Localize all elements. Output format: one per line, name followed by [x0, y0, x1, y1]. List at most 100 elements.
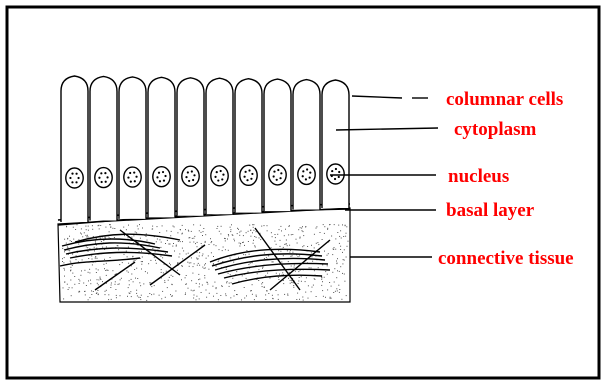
- stipple-dot: [102, 247, 103, 248]
- stipple-dot: [198, 279, 199, 280]
- stipple-dot: [217, 226, 218, 227]
- chromatin-dot: [133, 171, 135, 173]
- chromatin-dot: [309, 177, 311, 179]
- stipple-dot: [276, 290, 277, 291]
- stipple-dot: [138, 297, 139, 298]
- stipple-dot: [100, 278, 101, 279]
- stipple-dot: [280, 226, 281, 227]
- stipple-dot: [145, 271, 146, 272]
- stipple-dot: [85, 294, 86, 295]
- stipple-dot: [286, 240, 287, 241]
- stipple-dot: [95, 241, 96, 242]
- stipple-dot: [203, 231, 204, 232]
- stipple-dot: [96, 272, 97, 273]
- stipple-dot: [204, 275, 205, 276]
- stipple-dot: [149, 282, 150, 283]
- stipple-dot: [278, 299, 279, 300]
- stipple-dot: [339, 271, 340, 272]
- stipple-dot: [78, 244, 79, 245]
- stipple-dot: [316, 296, 317, 297]
- stipple-dot: [305, 292, 306, 293]
- chromatin-dot: [221, 178, 223, 180]
- stipple-dot: [337, 258, 338, 259]
- stipple-dot: [194, 236, 195, 237]
- stipple-dot: [330, 298, 331, 299]
- stipple-dot: [244, 287, 245, 288]
- stipple-dot: [84, 232, 85, 233]
- stipple-dot: [272, 236, 273, 237]
- stipple-dot: [64, 239, 65, 240]
- stipple-dot: [225, 238, 226, 239]
- chromatin-dot: [273, 175, 275, 177]
- stipple-dot: [70, 267, 71, 268]
- stipple-dot: [274, 241, 275, 242]
- stipple-dot: [287, 250, 288, 251]
- stipple-dot: [89, 272, 90, 273]
- stipple-dot: [298, 271, 299, 272]
- stipple-dot: [114, 237, 115, 238]
- stipple-dot: [157, 226, 158, 227]
- stipple-dot: [80, 233, 81, 234]
- stipple-dot: [67, 246, 68, 247]
- stipple-dot: [77, 224, 78, 225]
- stipple-dot: [296, 299, 297, 300]
- stipple-dot: [279, 274, 280, 275]
- stipple-dot: [88, 236, 89, 237]
- chromatin-dot: [193, 174, 195, 176]
- chromatin-dot: [106, 176, 108, 178]
- stipple-dot: [228, 273, 229, 274]
- stipple-dot: [339, 236, 340, 237]
- stipple-dot: [197, 246, 198, 247]
- stipple-dot: [256, 237, 257, 238]
- stipple-dot: [230, 274, 231, 275]
- stipple-dot: [199, 256, 200, 257]
- stipple-dot: [205, 263, 206, 264]
- stipple-dot: [270, 278, 271, 279]
- stipple-dot: [246, 232, 247, 233]
- chromatin-dot: [185, 176, 187, 178]
- stipple-dot: [115, 289, 116, 290]
- stipple-dot: [267, 273, 268, 274]
- stipple-dot: [284, 244, 285, 245]
- stipple-dot: [199, 252, 200, 253]
- stipple-dot: [130, 291, 131, 292]
- stipple-dot: [228, 235, 229, 236]
- stipple-dot: [206, 290, 207, 291]
- chromatin-dot: [77, 177, 79, 179]
- stipple-dot: [231, 224, 232, 225]
- stipple-dot: [277, 234, 278, 235]
- stipple-dot: [256, 295, 257, 296]
- stipple-dot: [297, 293, 298, 294]
- stipple-dot: [267, 230, 268, 231]
- stipple-dot: [201, 243, 202, 244]
- stipple-dot: [141, 261, 142, 262]
- stipple-dot: [207, 284, 208, 285]
- stipple-dot: [119, 283, 120, 284]
- stipple-dot: [114, 228, 115, 229]
- stipple-dot: [128, 225, 129, 226]
- stipple-dot: [298, 256, 299, 257]
- stipple-dot: [91, 294, 92, 295]
- stipple-dot: [134, 269, 135, 270]
- stipple-dot: [298, 281, 299, 282]
- stipple-dot: [79, 280, 80, 281]
- chromatin-dot: [222, 174, 224, 176]
- stipple-dot: [291, 280, 292, 281]
- stipple-dot: [157, 239, 158, 240]
- stipple-dot: [230, 231, 231, 232]
- chromatin-dot: [331, 170, 333, 172]
- stipple-dot: [335, 291, 336, 292]
- stipple-dot: [258, 269, 259, 270]
- stipple-dot: [239, 232, 240, 233]
- stipple-dot: [284, 235, 285, 236]
- stipple-dot: [298, 283, 299, 284]
- stipple-dot: [241, 231, 242, 232]
- stipple-dot: [239, 243, 240, 244]
- stipple-dot: [154, 257, 155, 258]
- stipple-dot: [289, 252, 290, 253]
- chromatin-dot: [338, 176, 340, 178]
- stipple-dot: [111, 283, 112, 284]
- stipple-dot: [261, 226, 262, 227]
- stipple-dot: [193, 298, 194, 299]
- stipple-dot: [185, 293, 186, 294]
